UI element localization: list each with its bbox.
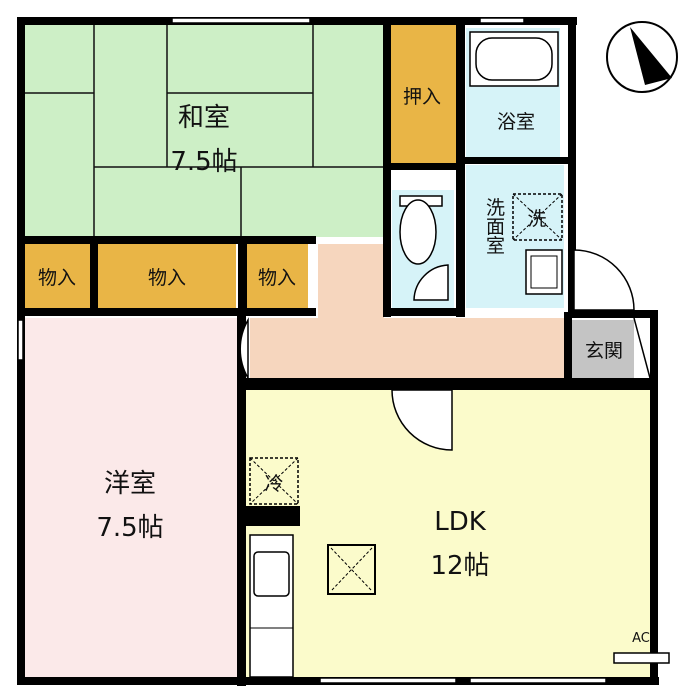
toilet-icon (399, 195, 443, 265)
washitsu-name: 和室 (178, 103, 230, 133)
hall-floor (250, 244, 566, 378)
washer-label: 洗 (527, 208, 546, 230)
storage-2-floor (98, 244, 236, 310)
ldk-size: 12帖 (430, 551, 489, 581)
kitchen-sink (253, 551, 290, 597)
washroom-label: 洗面室 (483, 197, 505, 254)
doors (239, 249, 651, 451)
storage-1-label: 物入 (38, 267, 76, 289)
washer-space: 洗 (512, 193, 563, 241)
windows (17, 17, 607, 684)
bath-label: 浴室 (497, 111, 535, 133)
youshitsu-name: 洋室 (104, 469, 156, 499)
oshiire-label: 押入 (403, 86, 441, 108)
washitsu-floor (24, 24, 384, 237)
north-arrow-icon (606, 21, 678, 93)
entrance-floor (572, 320, 634, 378)
oshiire-floor (390, 24, 456, 163)
ldk-name: LDK (434, 507, 487, 537)
tatami-lines (24, 24, 384, 237)
storage-2-label: 物入 (148, 267, 186, 289)
stove-space (327, 544, 376, 595)
storage-3-label: 物入 (258, 267, 296, 289)
aircon-unit (613, 652, 670, 664)
fridge-space: 冷 (249, 457, 299, 505)
fridge-label: 冷 (264, 473, 283, 495)
western-floor (24, 318, 237, 678)
wash-basin-bowl (530, 255, 558, 289)
storage-3-floor (247, 244, 308, 310)
washitsu-size: 7.5帖 (170, 147, 237, 177)
youshitsu-size: 7.5帖 (96, 513, 163, 543)
ac-label: AC (632, 631, 650, 646)
bathtub-inner (475, 37, 553, 81)
entrance-label: 玄関 (585, 340, 623, 362)
storage-1-floor (24, 244, 90, 310)
